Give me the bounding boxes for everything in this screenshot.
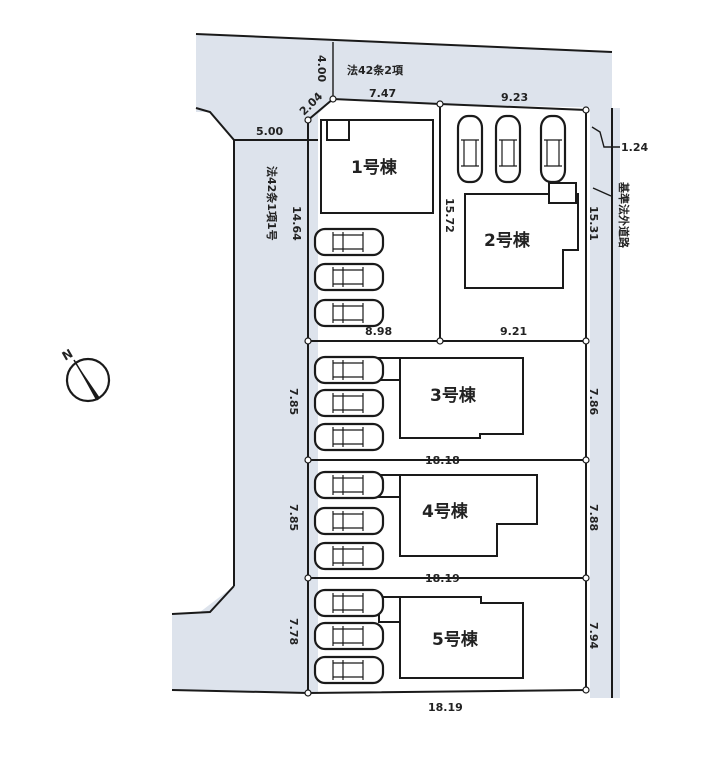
parking-lot1 bbox=[313, 227, 385, 328]
car-icon bbox=[313, 298, 385, 328]
north-road-area bbox=[196, 34, 612, 140]
car-icon bbox=[313, 621, 385, 651]
parking-lot3 bbox=[313, 355, 385, 452]
car-icon bbox=[313, 355, 385, 385]
dim-east-road-width: 1.24 bbox=[621, 141, 648, 154]
car-icon bbox=[313, 541, 385, 571]
building-3-label: 3号棟 bbox=[430, 385, 477, 406]
west-road-edge-bottom bbox=[171, 585, 235, 615]
dim-lot3-east: 7.86 bbox=[587, 388, 600, 415]
east-road-label: 基準法外道路 bbox=[617, 181, 631, 249]
car-icon bbox=[313, 422, 385, 452]
car-icon bbox=[313, 470, 385, 500]
east-road-width-leader bbox=[591, 126, 620, 148]
east-road-label-leader bbox=[592, 187, 612, 197]
car-icon bbox=[539, 114, 567, 184]
dim-lot3-bottom: 18.18 bbox=[425, 454, 460, 467]
parking-lot4 bbox=[313, 470, 385, 571]
building-1: 1号棟 bbox=[320, 119, 434, 214]
compass-north-label: N bbox=[60, 346, 76, 363]
building-1-label: 1号棟 bbox=[351, 157, 398, 178]
car-icon bbox=[313, 227, 385, 257]
car-icon bbox=[313, 388, 385, 418]
car-icon bbox=[313, 262, 385, 292]
west-road-edge-top bbox=[195, 107, 318, 141]
car-icon bbox=[313, 506, 385, 536]
dim-lot5-east: 7.94 bbox=[587, 622, 600, 649]
dim-lot2-bottom: 9.21 bbox=[500, 325, 527, 338]
parking-lot2 bbox=[456, 114, 567, 184]
building-4-label: 4号棟 bbox=[422, 501, 469, 522]
car-icon bbox=[313, 655, 385, 685]
building-2-label: 2号棟 bbox=[484, 230, 531, 251]
building-5: 5号棟 bbox=[378, 596, 524, 679]
boundary-markers bbox=[304, 95, 590, 697]
building-4: 4号棟 bbox=[378, 474, 538, 557]
dim-lot1-west: 14.64 bbox=[290, 206, 303, 241]
dim-lot4-bottom: 18.19 bbox=[425, 572, 460, 585]
car-icon bbox=[494, 114, 522, 184]
dim-lot5-west: 7.78 bbox=[287, 618, 300, 645]
dim-north-road-width: 4.00 bbox=[315, 55, 328, 82]
dim-lot2-top: 9.23 bbox=[501, 91, 528, 104]
west-road-area bbox=[172, 140, 318, 693]
west-road-label: 法42条1項1号 bbox=[265, 166, 279, 241]
dim-lot4-east: 7.88 bbox=[587, 504, 600, 531]
car-icon bbox=[456, 114, 484, 184]
building-5-label: 5号棟 bbox=[432, 629, 479, 650]
parking-lot5 bbox=[313, 588, 385, 685]
dim-lot4-west: 7.85 bbox=[287, 504, 300, 531]
building-3: 3号棟 bbox=[378, 357, 524, 439]
east-road-area bbox=[590, 106, 612, 698]
building-2: 2号棟 bbox=[464, 182, 579, 289]
car-icon bbox=[313, 588, 385, 618]
west-road-bottom-edge bbox=[171, 689, 309, 694]
dim-lot1-top: 7.47 bbox=[369, 87, 396, 100]
dim-lot1-bottom: 8.98 bbox=[365, 325, 392, 338]
dim-west-road-top: 5.00 bbox=[256, 125, 283, 138]
dim-lot3-west: 7.85 bbox=[287, 388, 300, 415]
north-road-edge bbox=[195, 33, 613, 53]
dim-lot12-shared: 15.72 bbox=[443, 198, 456, 233]
north-compass-icon: N bbox=[60, 346, 111, 403]
dim-lot2-east: 15.31 bbox=[587, 206, 600, 241]
north-road-label: 法42条2項 bbox=[347, 63, 404, 77]
dim-lot5-bottom: 18.19 bbox=[428, 701, 463, 714]
